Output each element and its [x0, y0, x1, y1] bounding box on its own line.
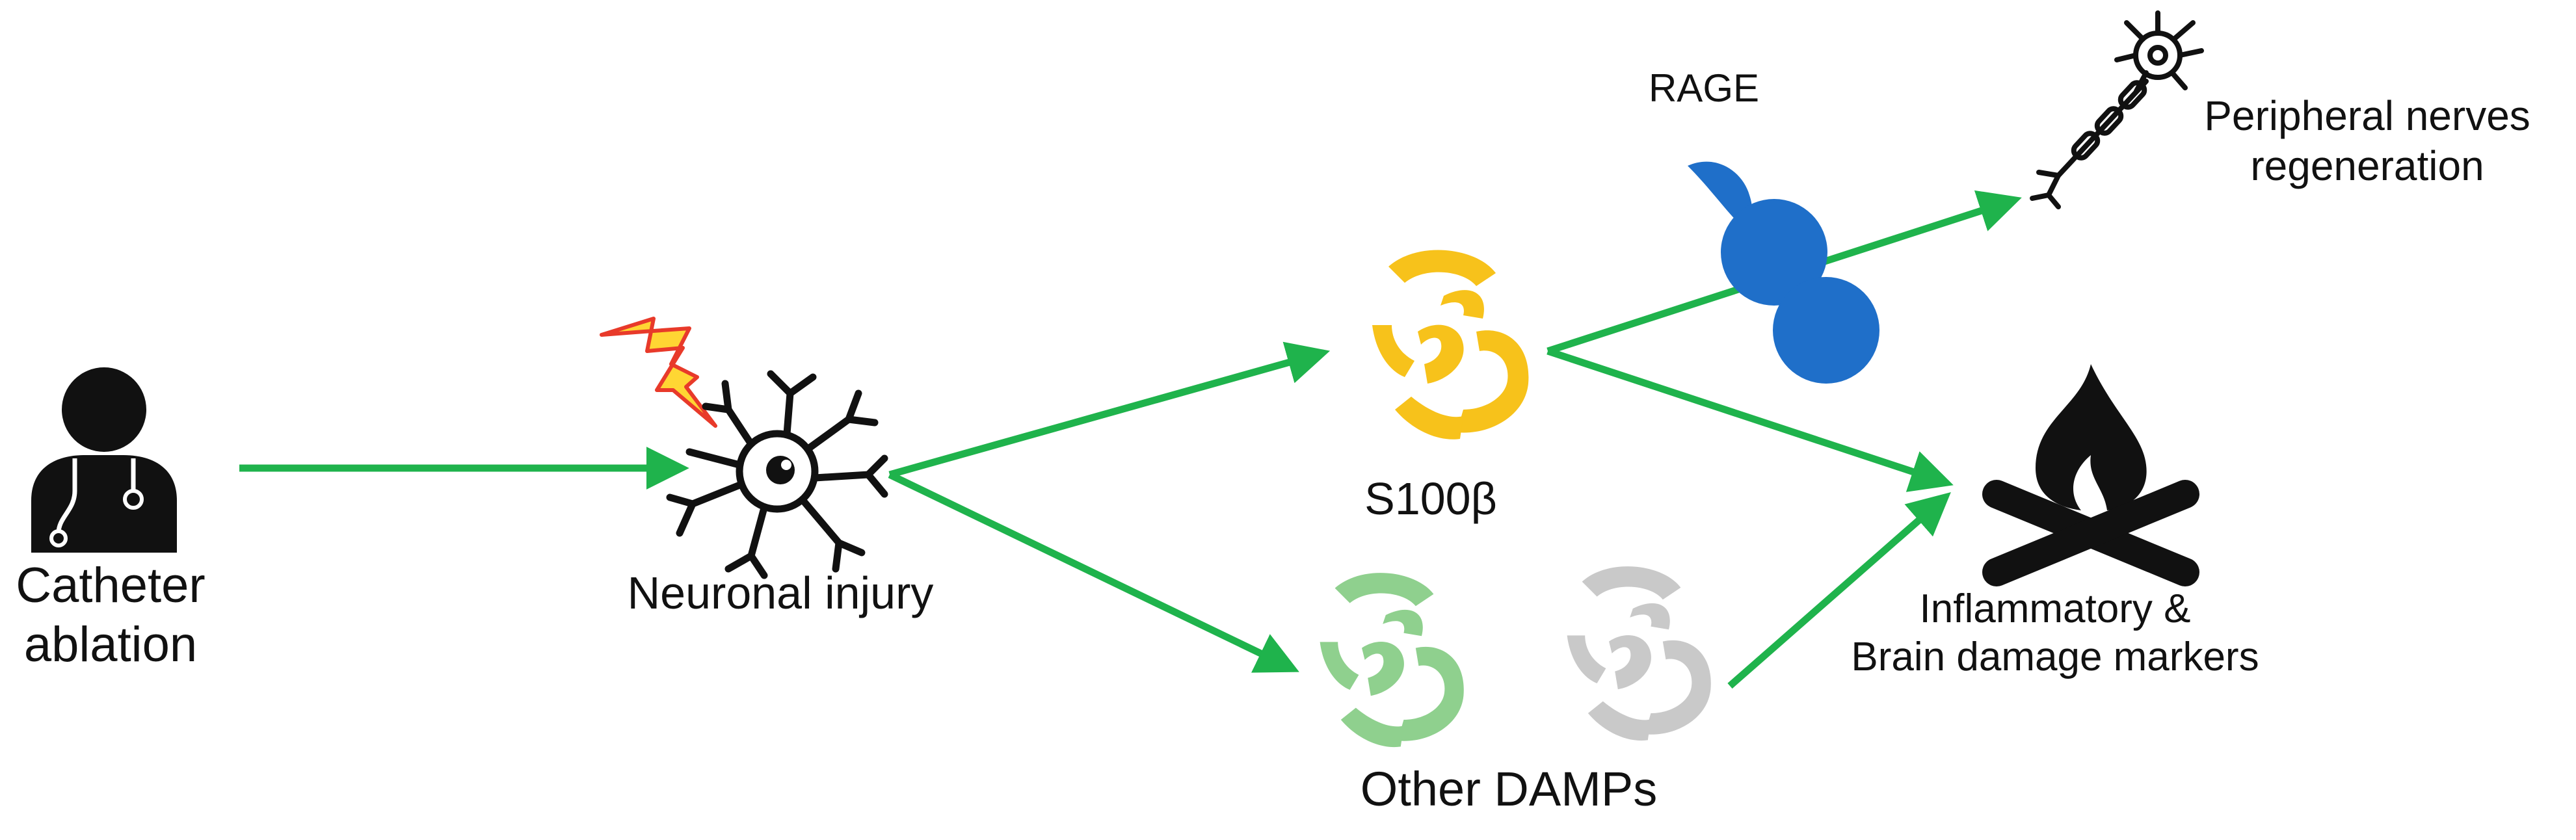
catheter-ablation-label: Catheter ablation: [7, 556, 215, 674]
arrow-damps-to-inflammation: [1727, 492, 1951, 689]
peripheral-nerves-label: Peripheral nerves regeneration: [2166, 91, 2569, 191]
campfire-icon: [1982, 364, 2199, 586]
rage-label: RAGE: [1648, 66, 1760, 110]
lightning-icon: [600, 317, 717, 428]
s100b-protein-icon: [1372, 250, 1529, 440]
other-damps-label: Other DAMPs: [1360, 762, 1658, 816]
arrows: [239, 190, 2022, 689]
damp-green-icon: [1320, 573, 1464, 748]
inflammatory-label: Inflammatory & Brain damage markers: [1808, 585, 2302, 682]
receptor-icon: [1688, 161, 1879, 384]
catheter-line-1: Catheter: [16, 558, 206, 613]
damp-gray-icon: [1567, 566, 1711, 741]
peripheral-line-1: Peripheral nerves: [2204, 92, 2530, 139]
arrow-neuron-to-damps: [888, 471, 1299, 673]
neuron-icon: [666, 370, 888, 579]
nerve-cell-icon: [2030, 10, 2204, 209]
inflammatory-line-1: Inflammatory &: [1919, 586, 2191, 631]
inflammatory-line-2: Brain damage markers: [1851, 635, 2259, 680]
catheter-line-2: ablation: [23, 617, 198, 673]
peripheral-line-2: regeneration: [2250, 142, 2484, 189]
neuronal-injury-label: Neuronal injury: [627, 568, 934, 618]
doctor-icon: [31, 367, 177, 553]
arrow-neuron-to-s100b: [888, 341, 1331, 479]
s100b-label: S100β: [1364, 473, 1497, 524]
arrow-s100b-to-inflammation: [1547, 347, 1954, 492]
